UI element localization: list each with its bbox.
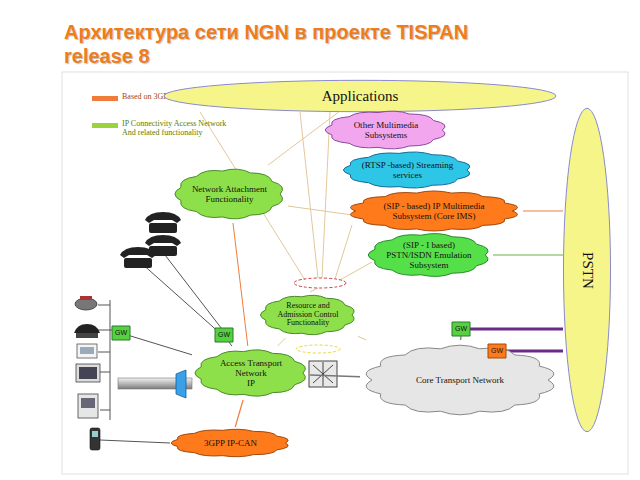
connector: [235, 400, 243, 427]
node-label: Network Attachment Functionality: [187, 184, 272, 204]
legend-swatch: [92, 123, 118, 128]
connector: [233, 223, 248, 346]
transport-cloud: Core Transport Network: [360, 340, 560, 420]
node-text-group: (RTSP -based) Streaming services: [358, 160, 457, 180]
node-label: GW: [115, 329, 127, 337]
connector: [229, 342, 232, 346]
node-label: Resource and Admission Control Functiona…: [271, 302, 345, 329]
router-icon: [309, 361, 337, 387]
node-shape: [215, 328, 233, 342]
node-shape: [366, 345, 554, 415]
node-label: GW: [491, 347, 503, 355]
node-label: PSTN: [579, 252, 596, 289]
node-text-group: PSTN: [579, 252, 596, 289]
node-text-group: GW: [115, 329, 127, 337]
connector: [460, 336, 461, 340]
connector: [358, 336, 367, 340]
subsystem-cloud: Other Multimedia Subsystems: [322, 108, 450, 152]
node-label: Applications: [322, 88, 399, 105]
node-shape: [452, 322, 470, 336]
node-label: (RTSP -based) Streaming services: [358, 160, 457, 180]
gateway-box: GW: [112, 326, 130, 340]
node-label: Core Transport Network: [416, 375, 504, 385]
dashed-ellipse: [294, 278, 346, 288]
node-shape: [563, 108, 610, 431]
terminal-icons: [74, 296, 100, 450]
connector: [506, 350, 563, 353]
legend-row: IP Connectivity Access Network And relat…: [92, 119, 232, 137]
connector: [493, 254, 563, 255]
splitter: [176, 370, 186, 398]
node-label: (SIP - based) IP Multimedia Subsystem (C…: [368, 201, 500, 221]
node-text-group: Other Multimedia Subsystems: [339, 120, 433, 140]
node-label: Access Transport Network: [207, 358, 295, 378]
node-shape: [325, 111, 445, 149]
node-text-group: GW: [491, 347, 503, 355]
node-shape: [488, 344, 506, 358]
connector: [470, 328, 563, 331]
subsystem-cloud: (SIP - based) IP Multimedia Subsystem (C…: [345, 188, 523, 234]
function-cloud: Network Attachment Functionality: [172, 165, 287, 223]
subsystem-cloud: (RTSP -based) Streaming services: [340, 149, 475, 191]
node-shape: [195, 350, 306, 396]
node-shape: [260, 295, 354, 334]
node-text-group: Resource and Admission Control Functiona…: [271, 302, 345, 329]
node-shape: [164, 80, 556, 111]
node-text-group: GW: [455, 325, 467, 333]
connector: [278, 338, 286, 346]
node-shape: [351, 191, 518, 231]
node-sublabel: IP: [207, 378, 295, 388]
node-text-group: (SIP - based) IP Multimedia Subsystem (C…: [368, 201, 500, 221]
node-text-group: Applications: [322, 88, 399, 105]
node-text-group: (SIP - I based) PSTN/ISDN Emulation Subs…: [382, 240, 476, 270]
node-shape: [368, 234, 488, 277]
gateway-box: GW: [452, 322, 470, 336]
phone-icon: [120, 212, 181, 268]
node-text-group: Access Transport NetworkIP: [207, 358, 295, 388]
access-cloud: 3GPP IP-CAN: [168, 427, 293, 459]
legend-swatch: [92, 96, 118, 101]
node-label: Other Multimedia Subsystems: [339, 120, 433, 140]
slide-title: Архитектура сети NGN в проекте TISPAN re…: [64, 20, 534, 68]
connector: [310, 375, 360, 377]
node-shape: [343, 152, 469, 188]
subsystem-cloud: (SIP - I based) PSTN/ISDN Emulation Subs…: [365, 230, 493, 280]
node-shape: [171, 429, 288, 456]
connector: [268, 112, 339, 165]
node-text-group: Network Attachment Functionality: [187, 184, 272, 204]
node-shape: [112, 326, 130, 340]
connector: [523, 210, 563, 211]
diagram-frame: [62, 72, 628, 474]
applications-ellipse: Applications: [160, 80, 560, 112]
node-text-group: GW: [218, 331, 230, 339]
node-label: GW: [218, 331, 230, 339]
node-label: (SIP - I based) PSTN/ISDN Emulation Subs…: [382, 240, 476, 270]
node-label: 3GPP IP-CAN: [204, 438, 257, 448]
gateway-box: GW: [488, 344, 506, 358]
transport-cloud: Access Transport NetworkIP: [192, 346, 310, 400]
node-shape: [175, 169, 283, 219]
dashed-ellipse: [296, 345, 340, 353]
node-text-group: Core Transport Network: [416, 375, 504, 385]
terminal-wires: [98, 255, 225, 443]
gateway-box: GW: [215, 328, 233, 342]
node-label: GW: [455, 325, 467, 333]
pstn-ellipse: PSTN: [563, 105, 611, 435]
connector: [130, 336, 192, 355]
legend-text: IP Connectivity Access Network And relat…: [122, 119, 232, 137]
node-text-group: 3GPP IP-CAN: [204, 438, 257, 448]
function-cloud: Resource and Admission Control Functiona…: [258, 292, 358, 338]
